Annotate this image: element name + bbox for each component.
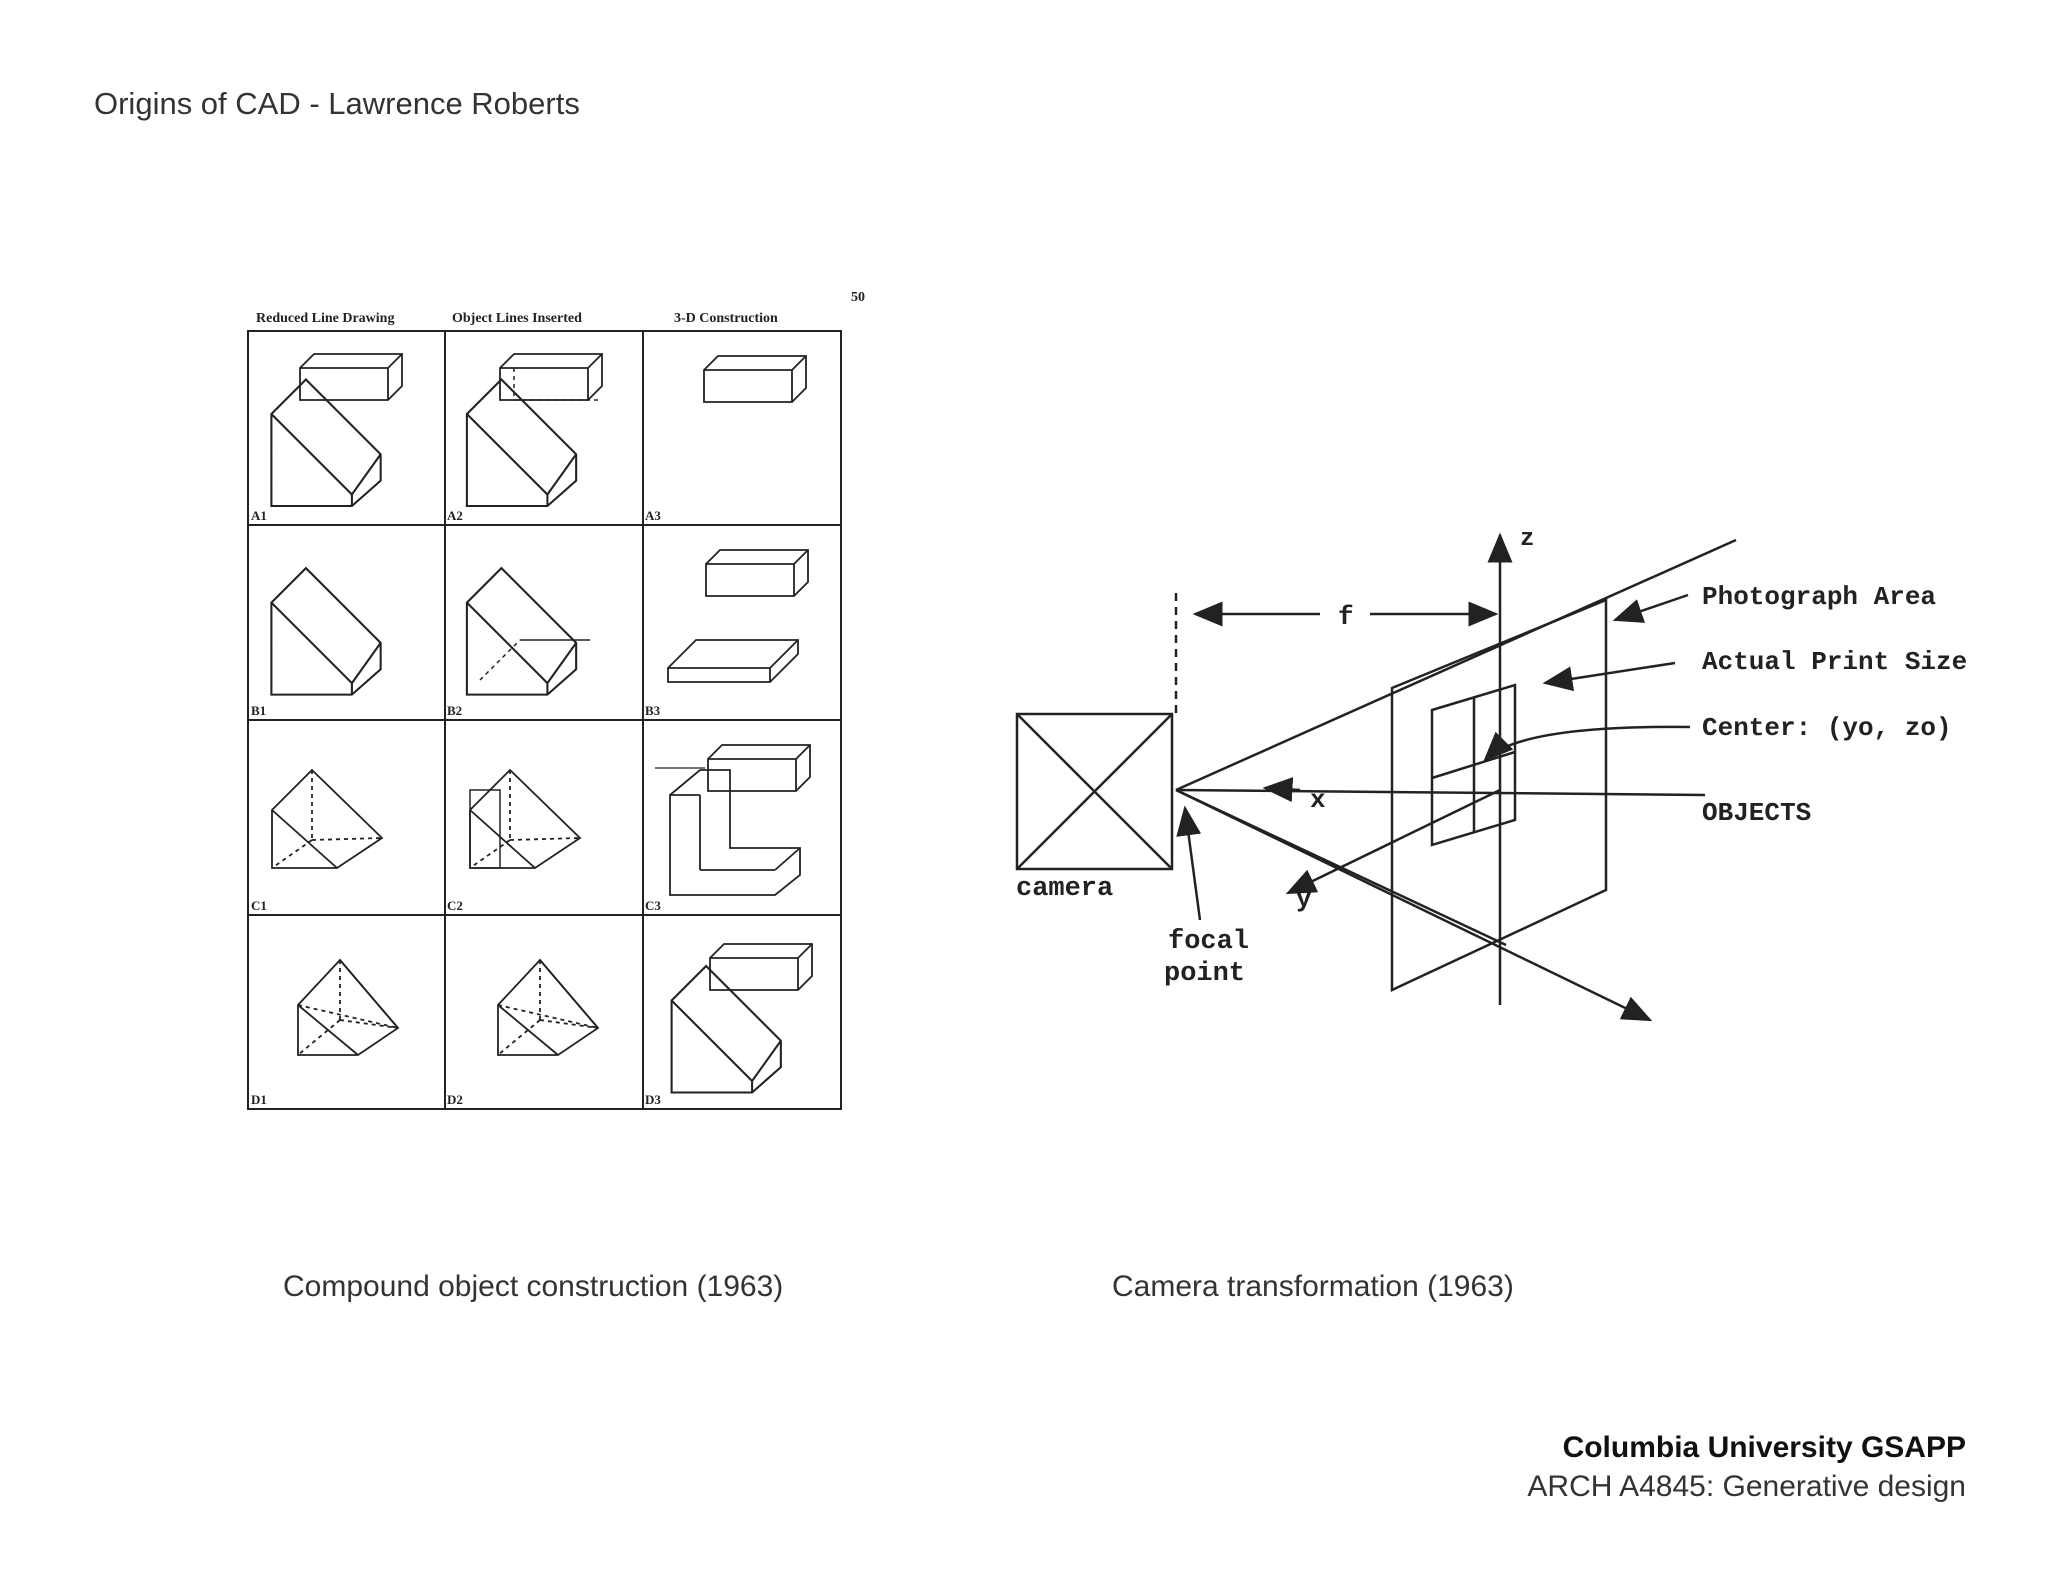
cell-label-a2: A2: [447, 508, 463, 523]
footer-university: Columbia University GSAPP: [1562, 1431, 1966, 1464]
axis-label-x: x: [1310, 785, 1326, 815]
cell-label-c3: C3: [645, 898, 661, 913]
objects-label: OBJECTS: [1702, 798, 1811, 828]
column-header-2: Object Lines Inserted: [452, 311, 582, 326]
drawing-a2: [465, 353, 603, 508]
drawing-b2: [465, 567, 590, 696]
focal-point-label-2: point: [1164, 959, 1245, 989]
cell-label-d1: D1: [251, 1092, 267, 1107]
camera-label: camera: [1016, 874, 1113, 904]
focal-point-label-1: focal: [1168, 927, 1249, 957]
axis-label-y: y: [1296, 884, 1312, 914]
cell-label-a3: A3: [645, 508, 661, 523]
center-label: Center: (yo, zo): [1702, 713, 1952, 743]
camera-box: [1015, 712, 1174, 871]
cell-label-d2: D2: [447, 1092, 463, 1107]
print-rectangle: [1430, 683, 1517, 847]
axis-label-z: z: [1520, 526, 1534, 553]
photograph-plane: [1390, 598, 1608, 992]
drawing-c2: [469, 769, 581, 869]
cell-label-a1: A1: [251, 508, 267, 523]
cell-label-d3: D3: [645, 1092, 661, 1107]
caption-camera-transformation: Camera transformation (1963): [1112, 1270, 1514, 1303]
table-grid: [247, 330, 842, 1110]
drawing-c3: [655, 744, 811, 896]
photograph-area-label: Photograph Area: [1702, 582, 1936, 612]
focal-length-label: f: [1338, 602, 1354, 632]
cell-label-b2: B2: [447, 703, 462, 718]
cell-label-b3: B3: [645, 703, 661, 718]
cell-label-c2: C2: [447, 898, 463, 913]
column-header-1: Reduced Line Drawing: [256, 311, 394, 326]
slide-title: Origins of CAD - Lawrence Roberts: [94, 86, 580, 121]
footer: Columbia University GSAPP ARCH A4845: Ge…: [1527, 1428, 1966, 1506]
page-number: 50: [851, 290, 865, 305]
cell-label-c1: C1: [251, 898, 267, 913]
actual-print-size-label: Actual Print Size: [1702, 647, 1967, 677]
column-header-3: 3-D Construction: [674, 311, 778, 326]
footer-course: ARCH A4845: Generative design: [1527, 1470, 1966, 1503]
caption-compound-object: Compound object construction (1963): [283, 1270, 784, 1303]
cell-label-b1: B1: [251, 703, 266, 718]
